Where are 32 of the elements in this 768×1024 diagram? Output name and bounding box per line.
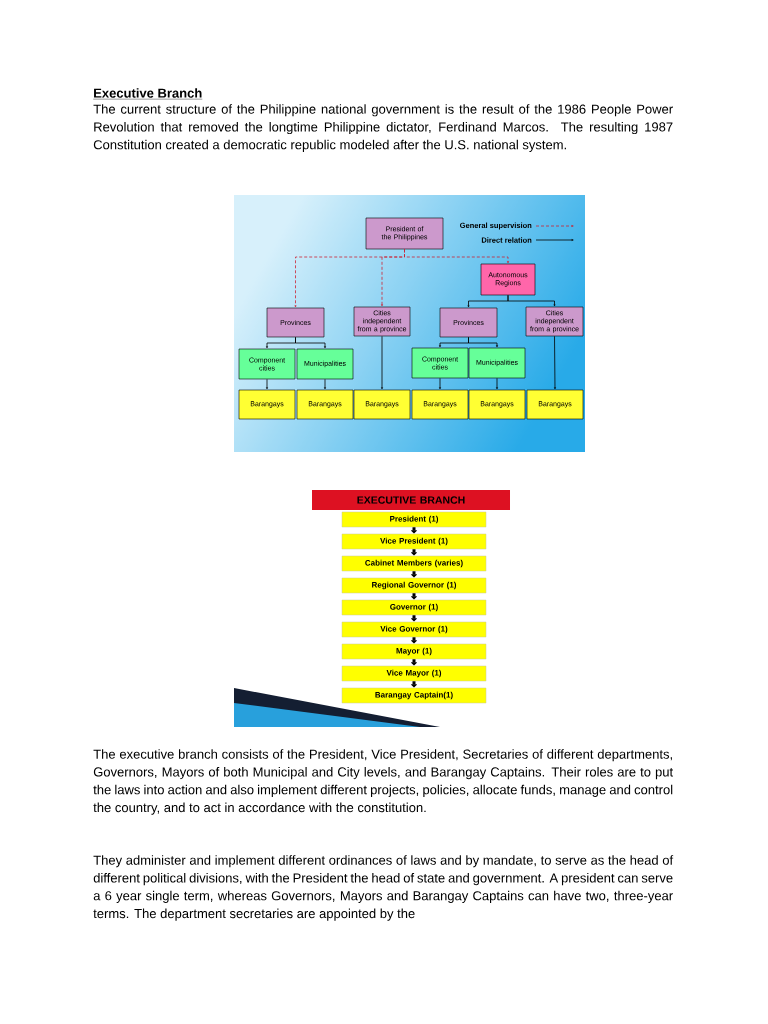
- arrow: [507, 294, 556, 307]
- step-box: Governor (1): [341, 599, 487, 616]
- heading: Executive Branch: [93, 88, 203, 100]
- arrow: [266, 378, 268, 390]
- step-box: Regional Governor (1): [341, 577, 487, 594]
- header-bar: EXECUTIVE BRANCH: [312, 490, 510, 510]
- arrow: [404, 248, 509, 264]
- arrow: [554, 335, 556, 390]
- arrow: [295, 336, 326, 349]
- arrow: [411, 527, 417, 534]
- arrow: [411, 681, 417, 688]
- arrow: [381, 335, 383, 390]
- step-box: President (1): [341, 511, 487, 528]
- step-box: Vice President (1): [341, 533, 487, 550]
- arrow: [439, 377, 441, 390]
- arrow: [411, 571, 417, 578]
- step-box: Cabinet Members (varies): [341, 555, 487, 572]
- step-box: Barangay Captain(1): [341, 687, 487, 704]
- arrow: [411, 593, 417, 600]
- step-box: Vice Mayor (1): [341, 665, 487, 682]
- arrow: [411, 615, 417, 622]
- paragraph: The executive branch consists of the President, Vice President, Secretaries of different departments, Governors, Mayors of both Municipal and City levels, and Barangay Captains. Their roles are to put the laws into action and also implement different projects, policies, allocate funds, manage and control the country, and to act in accordance with the constitution.: [93, 749, 673, 815]
- arrow: [496, 377, 498, 390]
- paragraph: They administer and implement different ordinances of laws and by mandate, to serve as the head of different political divisions, with the President the head of state and government. A president can serve a 6 year single term, whereas Governors, Mayors and Barangay Captains can have two, three-year terms. The department secretaries are appointed by the: [93, 855, 674, 921]
- arrow: [324, 378, 326, 390]
- arrow: [411, 637, 417, 644]
- step-box: Mayor (1): [341, 643, 487, 660]
- step-box: Vice Governor (1): [341, 621, 487, 638]
- arrow: [468, 336, 498, 348]
- paragraph: The current structure of the Philippine national government is the result of the 1986 People Power Revolution that removed the longtime Philippine dictator, Ferdinand Marcos. The resulting 1987 Constitution created a democratic republic modeled after the U.S. national system.: [93, 104, 673, 152]
- arrow: [411, 659, 417, 666]
- arrow: [411, 549, 417, 556]
